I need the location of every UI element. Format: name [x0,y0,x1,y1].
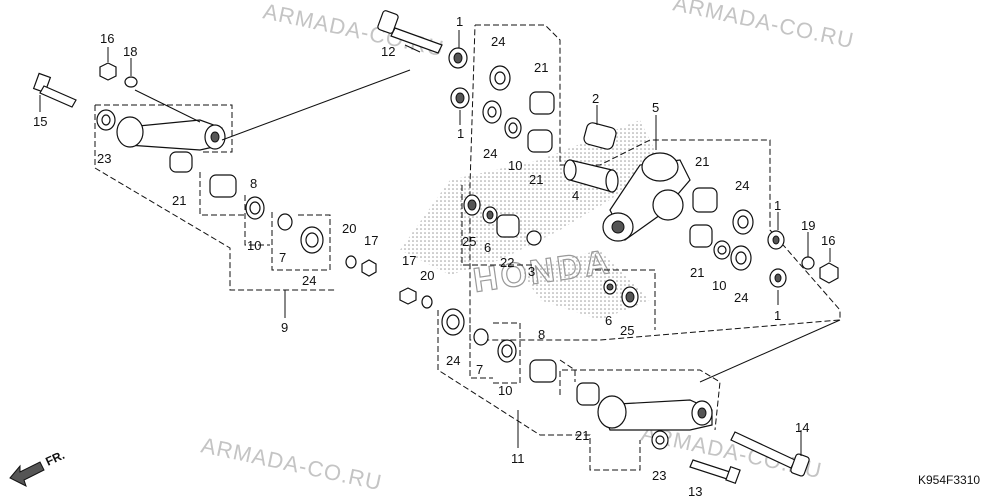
link-arm-lower [597,395,713,431]
callout-7: 7 [279,250,286,265]
callout-labels: 16 18 15 23 21 8 10 7 24 20 17 9 12 1 1 … [33,14,835,499]
callout-10: 10 [508,158,522,173]
callout-8: 8 [250,176,257,191]
callout-2: 2 [592,91,599,106]
callout-3: 3 [528,264,535,279]
callout-21: 21 [529,172,543,187]
callout-21: 21 [695,154,709,169]
watermark-top-right: ARMADA-CO.RU [671,0,857,53]
callout-10: 10 [712,278,726,293]
washer-19 [801,256,815,270]
callout-1: 1 [774,198,781,213]
callout-1: 1 [456,14,463,29]
front-direction-arrow [9,461,45,487]
bearing-21-upper-a [529,91,555,115]
callout-24: 24 [302,273,316,288]
honda-wing-logo: HONDA [400,120,660,320]
link-assembly-11 [399,287,810,485]
callout-6: 6 [484,240,491,255]
callout-18: 18 [123,44,137,59]
callout-24: 24 [483,146,497,161]
bolt-14 [730,431,810,477]
callout-10: 10 [498,383,512,398]
bolt-15 [32,72,77,108]
callout-9: 9 [281,320,288,335]
bearing-21-right-a [692,187,718,213]
callout-20: 20 [342,221,356,236]
callout-16: 16 [821,233,835,248]
callout-24: 24 [734,290,748,305]
ring-7 [277,213,293,231]
callout-8: 8 [538,327,545,342]
callout-15: 15 [33,114,47,129]
washer-20-lower [421,295,433,309]
callout-7: 7 [476,362,483,377]
bearing-21-right-b [689,224,713,248]
link-assembly-9 [32,47,411,318]
collar-8-lower [529,359,557,383]
callout-10: 10 [247,238,261,253]
nut-16 [99,62,117,81]
bearing-21-upper-b [527,129,553,153]
callout-1: 1 [774,308,781,323]
front-direction-label: FR. [43,448,66,469]
rocker-link-5 [602,152,691,242]
watermark-bottom-left: ARMADA-CO.RU [199,432,385,495]
pivot-assembly-5 [461,24,841,383]
nut-17 [361,259,377,277]
watermark-top: ARMADA-CO.RU [261,0,447,61]
callout-23: 23 [652,468,666,483]
callout-17: 17 [364,233,378,248]
callout-21: 21 [534,60,548,75]
callout-4: 4 [572,188,579,203]
callout-21: 21 [690,265,704,280]
callout-12: 12 [381,44,395,59]
callout-1: 1 [457,126,464,141]
callout-20: 20 [420,268,434,283]
collar-2 [583,122,617,150]
bolt-13 [689,459,741,485]
washer-18 [124,76,138,88]
callout-25: 25 [462,234,476,249]
callout-25: 25 [620,323,634,338]
callout-21: 21 [575,428,589,443]
diagram-code: K954F3310 [918,473,980,487]
callout-24: 24 [491,34,505,49]
callout-13: 13 [688,484,702,499]
callout-21: 21 [172,193,186,208]
nut-17-lower [399,287,417,305]
bearing-21-lower [576,382,600,406]
callout-24: 24 [446,353,460,368]
callout-16: 16 [100,31,114,46]
callout-6: 6 [605,313,612,328]
ring-3 [526,230,542,246]
callout-14: 14 [795,420,809,435]
bearing-22 [496,214,520,238]
callout-22: 22 [500,255,514,270]
callout-11: 11 [511,451,525,466]
washer-20 [345,255,357,269]
link-arm-upper [116,116,226,151]
ring-7-lower [473,328,489,346]
collar-8 [209,174,237,198]
bolt-12 [377,10,443,54]
callout-19: 19 [801,218,815,233]
callout-23: 23 [97,151,111,166]
bearing-21 [169,151,193,173]
callout-5: 5 [652,100,659,115]
nut-16-right [819,262,839,284]
callout-17: 17 [402,253,416,268]
callout-24: 24 [735,178,749,193]
